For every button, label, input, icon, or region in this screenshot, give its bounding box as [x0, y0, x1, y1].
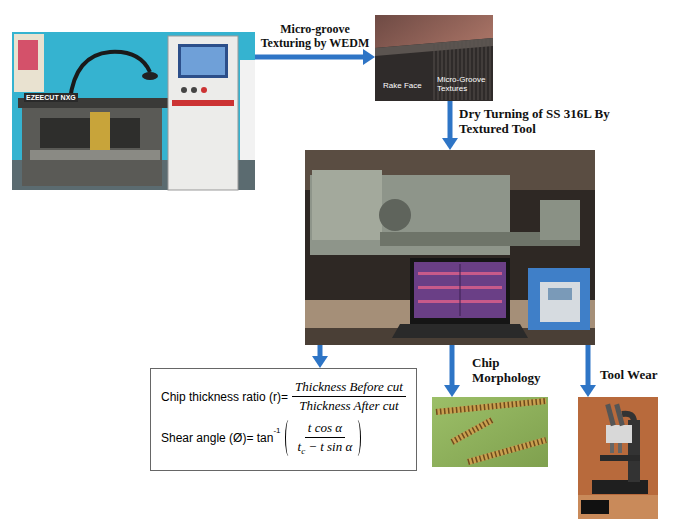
step-heading: Chip Morphology — [472, 355, 552, 385]
arrow-shaft — [586, 345, 591, 386]
numerator: t cos α — [305, 420, 345, 438]
arrow-head — [444, 385, 460, 397]
arrow-shaft — [450, 345, 455, 386]
arrow-shaft — [255, 55, 364, 60]
fraction: Thickness Before cutThickness After cut — [292, 379, 406, 414]
superscript: -1 — [273, 426, 280, 435]
tool-photo-node: Rake Face Micro-Groove Textures — [375, 15, 493, 101]
flow-arrow — [580, 345, 596, 397]
formula-text: Shear angle (Ø)= tan — [161, 431, 273, 445]
chip-photo-node: Chip Morphology — [432, 397, 548, 467]
machine-tag: EZEECUT NXG — [24, 93, 78, 102]
arrow-head — [363, 49, 375, 65]
lathe-photo-node: Dry Turning of SS 316L By Textured Tool — [305, 150, 595, 345]
arrow-head — [312, 356, 328, 368]
arrow-head — [442, 138, 458, 150]
formula-row: Shear angle (Ø)= tan-1 t cos αtc− t sin α — [161, 420, 406, 456]
parenthesis — [355, 420, 361, 456]
flow-arrow — [255, 49, 375, 65]
arrow-shaft — [448, 101, 453, 139]
lathe-setup-photo — [305, 150, 595, 345]
arrow-label: Micro-groove Texturing by WEDM — [256, 22, 374, 50]
microscope-photo — [578, 397, 658, 519]
formula-box: Chip thickness ratio (r)= Thickness Befor… — [150, 368, 417, 471]
numerator: Thickness Before cut — [292, 379, 406, 397]
step-heading: Dry Turning of SS 316L By Textured Tool — [459, 106, 617, 136]
formula-text: Chip thickness ratio (r)= — [161, 390, 288, 404]
arrow-head — [580, 385, 596, 397]
math-term: − t sin α — [308, 439, 352, 454]
arrow-shaft — [318, 345, 323, 357]
flow-arrow — [312, 345, 328, 368]
denominator: Thickness After cut — [296, 397, 401, 414]
photo-label: Micro-Groove Textures — [437, 75, 489, 93]
textured-tool-photo — [375, 15, 493, 101]
wedm-photo-node: EZEECUT NXG — [12, 32, 255, 190]
formula-row: Chip thickness ratio (r)= Thickness Befor… — [161, 379, 406, 414]
flow-arrow — [444, 345, 460, 397]
fraction: t cos αtc− t sin α — [295, 420, 356, 456]
denominator: tc− t sin α — [295, 438, 356, 456]
microscope-photo-node: Tool Wear — [578, 397, 658, 519]
subscript: c — [301, 446, 305, 456]
step-heading: Tool Wear — [600, 367, 670, 382]
flow-arrow — [442, 101, 458, 150]
photo-label: Rake Face — [383, 81, 422, 90]
wedm-machine-photo — [12, 32, 255, 190]
parenthesis — [285, 420, 291, 456]
chip-photo — [432, 397, 548, 467]
math-symbol: t — [298, 439, 302, 454]
